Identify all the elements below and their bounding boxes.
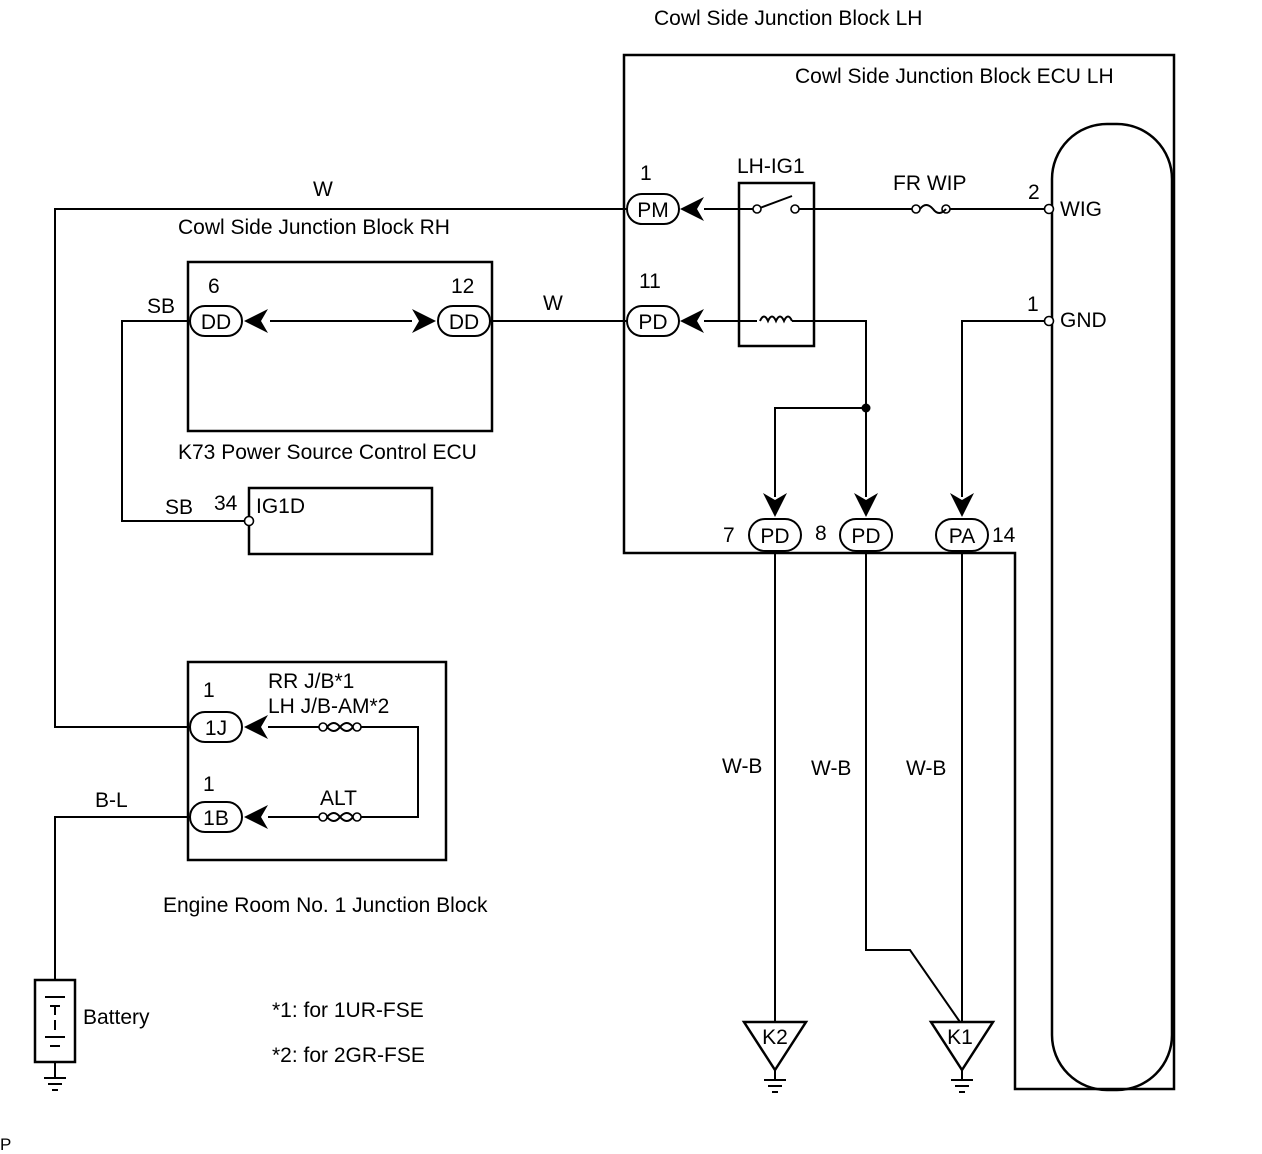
connector-pd-7: PD: [748, 518, 802, 552]
pin-number: 1: [640, 162, 652, 185]
cowl-side-junction-block-ecu-lh-outline: [1050, 122, 1174, 1092]
footnote-2: *2: for 2GR-FSE: [272, 1044, 425, 1067]
svg-text:1J: 1J: [205, 717, 227, 740]
engine-room-junction-block-outline: [186, 660, 448, 862]
connector-pa-14: PA: [935, 518, 989, 552]
engine-room-block-title: Engine Room No. 1 Junction Block: [163, 894, 488, 917]
connector-arrow: [680, 309, 704, 333]
pin-number: 1: [1027, 293, 1039, 316]
wire-gnd-to-pa: [961, 320, 1049, 497]
connector-arrow: [950, 493, 974, 517]
wire-wb-k1-a: [865, 553, 961, 1023]
ground-point-k2: K2: [741, 1020, 809, 1093]
wire-junction-to-pd7: [774, 407, 866, 497]
wire-color-label: W: [543, 292, 563, 315]
connector-pd-8: PD: [839, 518, 893, 552]
pin-number: 11: [639, 270, 661, 293]
pin-number: 12: [451, 275, 474, 298]
wire-fuse-loop: [360, 726, 419, 818]
relay-name: LH-IG1: [737, 155, 805, 178]
fuse-rr-jb-label: RR J/B*1: [268, 670, 354, 693]
gnd-terminal: [1043, 315, 1055, 327]
svg-text:DD: DD: [201, 311, 231, 334]
battery-icon: [33, 978, 77, 1078]
connector-arrow: [244, 715, 268, 739]
relay-contact: [752, 204, 762, 214]
wire-w-top: [54, 208, 629, 728]
wig-label: WIG: [1060, 198, 1102, 221]
pin-number: 1: [203, 773, 215, 796]
wire-color-label: W-B: [906, 757, 946, 780]
wire-color-label: SB: [165, 496, 193, 519]
lh-ig1-relay-box: [737, 181, 816, 348]
junction-dot: [861, 403, 871, 413]
ig1d-label: IG1D: [256, 495, 305, 518]
fuse-alt-icon: [318, 812, 362, 822]
ground-point-k1: K1: [928, 1020, 996, 1093]
fuse-lh-jb-am-label: LH J/B-AM*2: [268, 695, 389, 718]
ground-icon: [44, 1077, 66, 1091]
relay-coil-icon: [759, 315, 793, 324]
fuse-alt-label: ALT: [320, 787, 357, 810]
battery-label: Battery: [83, 1006, 150, 1029]
svg-text:PA: PA: [949, 525, 975, 548]
cowl-rh-block-title: Cowl Side Junction Block RH: [178, 216, 450, 239]
connector-arrow: [763, 493, 787, 517]
pin-number: 1: [203, 679, 215, 702]
relay-switch-blade: [756, 195, 793, 210]
cowl-side-junction-block-lh-outline: [622, 53, 1176, 1091]
connector-dd-6: DD: [189, 305, 243, 337]
connector-1j: 1J: [189, 711, 243, 743]
wig-terminal: [1043, 203, 1055, 215]
cowl-lh-block-title: Cowl Side Junction Block LH: [654, 7, 922, 30]
wire-coil-to-pd8: [792, 320, 867, 497]
connector-arrow: [412, 309, 436, 333]
connector-1b: 1B: [189, 801, 243, 833]
pin-number: 7: [723, 524, 735, 547]
cowl-side-junction-block-rh-outline: [186, 260, 494, 433]
connector-arrow: [854, 493, 878, 517]
connector-pd-11: PD: [626, 305, 680, 337]
corner-label: P: [0, 1135, 11, 1154]
svg-text:PD: PD: [760, 525, 789, 548]
wire-b-l: [54, 816, 193, 980]
svg-text:K2: K2: [762, 1026, 788, 1049]
connector-arrow: [244, 805, 268, 829]
wire-color-label: W: [313, 178, 333, 201]
relay-contact: [790, 204, 800, 214]
wire-color-label: W-B: [722, 755, 762, 778]
wire-color-label: SB: [147, 295, 175, 318]
wire-color-label: B-L: [95, 789, 128, 812]
pin-number: 6: [208, 275, 220, 298]
svg-text:1B: 1B: [203, 807, 229, 830]
svg-text:PD: PD: [638, 311, 667, 334]
svg-text:K1: K1: [947, 1026, 973, 1049]
ig1d-terminal: [243, 515, 255, 527]
wire-sb: [121, 320, 249, 522]
pin-number: 2: [1028, 181, 1040, 204]
connector-arrow: [244, 309, 268, 333]
fuse-fr-wip-icon: [911, 204, 951, 214]
pin-number: 14: [992, 524, 1016, 547]
wire-color-label: W-B: [811, 757, 851, 780]
pin-number: 8: [815, 522, 827, 545]
k73-title: K73 Power Source Control ECU: [178, 441, 477, 464]
gnd-label: GND: [1060, 309, 1107, 332]
connector-arrow: [680, 197, 704, 221]
svg-text:PM: PM: [637, 199, 669, 222]
fuse-fr-wip-label: FR WIP: [893, 172, 967, 195]
connector-dd-12: DD: [437, 305, 491, 337]
fuse-rr-jb-icon: [318, 722, 362, 732]
svg-text:DD: DD: [449, 311, 479, 334]
svg-text:PD: PD: [851, 525, 880, 548]
connector-pm: PM: [626, 193, 680, 225]
cowl-lh-ecu-title: Cowl Side Junction Block ECU LH: [795, 65, 1114, 88]
pin-number: 34: [214, 492, 238, 515]
footnote-1: *1: for 1UR-FSE: [272, 999, 424, 1022]
